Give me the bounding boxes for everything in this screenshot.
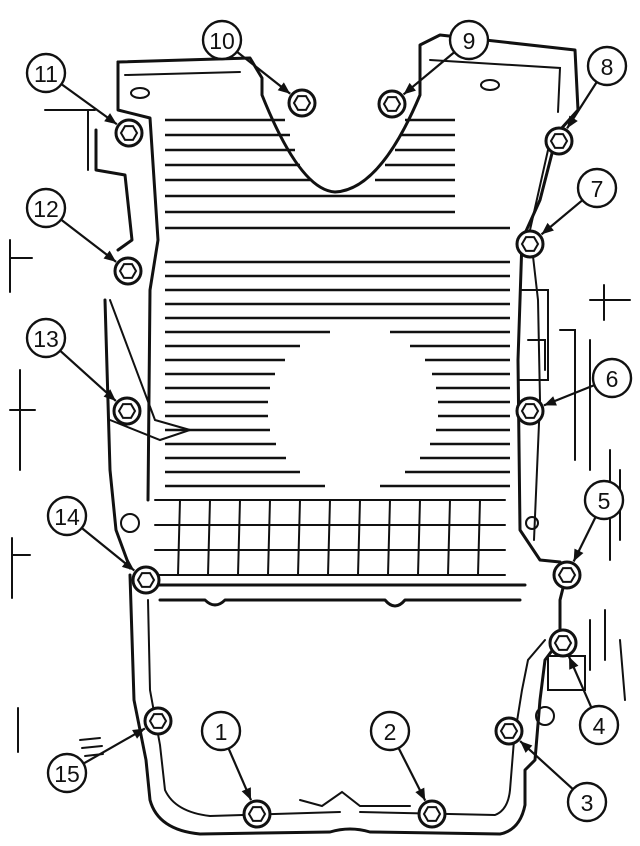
callout-15: 15 (46, 752, 88, 794)
bolt-3 (494, 716, 524, 746)
leader-12 (60, 218, 117, 263)
pan-drawing (9, 33, 631, 836)
callout-8: 8 (586, 45, 628, 87)
callout-12: 12 (25, 187, 67, 229)
bolt-9 (377, 89, 407, 119)
pan-sump-dip (299, 790, 411, 808)
bolt-10 (287, 88, 317, 118)
callout-label: 15 (54, 761, 80, 787)
callout-13: 13 (25, 317, 67, 359)
bolt-15 (143, 706, 173, 736)
callout-label: 7 (591, 176, 604, 202)
callout-label: 5 (598, 488, 611, 514)
callout-label: 10 (209, 28, 235, 54)
leader-10 (236, 50, 291, 95)
pan-rim (148, 583, 527, 608)
callout-label: 3 (581, 790, 594, 816)
callout-label: 8 (601, 54, 614, 80)
leader-layer (59, 50, 598, 802)
callout-label: 1 (215, 719, 228, 745)
leader-14 (81, 527, 136, 572)
callout-label: 13 (33, 326, 59, 352)
leader-5 (572, 516, 597, 563)
oil-pan-outline (128, 573, 567, 836)
bolt-13 (112, 396, 142, 426)
bolt-8 (544, 126, 574, 156)
right-rail-inner (528, 149, 549, 541)
callout-11: 11 (25, 52, 67, 94)
bolt-2 (417, 799, 447, 829)
block-outline (116, 33, 580, 194)
left-rail (116, 60, 160, 502)
bolt-14 (131, 565, 161, 595)
leader-4 (568, 656, 593, 709)
bolt-1 (242, 799, 272, 829)
leader-7 (540, 199, 584, 236)
lower-grid (154, 499, 506, 576)
bolt-layer (112, 88, 582, 829)
callout-4: 4 (578, 704, 620, 746)
leader-15 (82, 727, 146, 765)
callout-label: 2 (384, 719, 397, 745)
callout-label: 4 (593, 713, 606, 739)
callout-label: 9 (463, 28, 476, 54)
bolt-5 (552, 560, 582, 590)
bolt-11 (114, 118, 144, 148)
callout-7: 7 (576, 167, 618, 209)
callout-5: 5 (583, 479, 625, 521)
leader-8 (566, 81, 598, 129)
block-outline-inner (124, 59, 562, 113)
locating-holes (120, 79, 586, 726)
leader-9 (402, 51, 456, 96)
upper-ribs (165, 118, 510, 488)
bolt-6 (515, 396, 545, 426)
callout-10: 10 (201, 19, 243, 61)
callout-2: 2 (369, 710, 411, 752)
leader-13 (59, 349, 117, 402)
bolt-4 (548, 628, 578, 658)
bolt-12 (113, 256, 143, 286)
callout-6: 6 (591, 357, 633, 399)
callout-1: 1 (200, 710, 242, 752)
callout-3: 3 (566, 781, 608, 823)
left-bracket (94, 128, 134, 570)
bolt-7 (515, 229, 545, 259)
callout-label: 11 (34, 61, 58, 87)
callout-label: 14 (54, 504, 80, 530)
leader-3 (519, 740, 574, 791)
callout-14: 14 (46, 495, 88, 537)
oil-pan-inner (147, 599, 546, 818)
leader-1 (227, 747, 253, 801)
callout-9: 9 (448, 19, 490, 61)
callout-label: 6 (606, 366, 619, 392)
leader-6 (543, 384, 595, 407)
leader-11 (60, 83, 118, 126)
leader-2 (397, 747, 427, 802)
background-lines (9, 109, 631, 757)
right-rail (516, 128, 562, 564)
callout-label: 12 (33, 196, 59, 222)
